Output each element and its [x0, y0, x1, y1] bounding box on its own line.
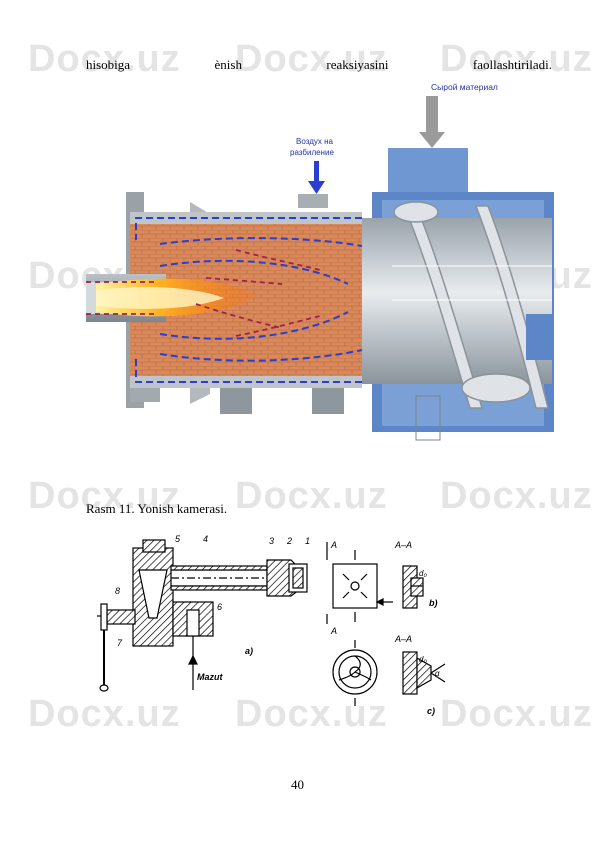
watermark: Docx.uz: [28, 38, 181, 80]
word: reaksiyasini: [326, 57, 389, 72]
watermark: Docx.uz: [440, 38, 593, 80]
part-number: 6: [217, 602, 222, 612]
word: faollashtiriladi.: [472, 57, 552, 72]
view-label: a): [245, 646, 253, 656]
view-label: c): [427, 706, 435, 716]
watermark: Docx.uz: [235, 475, 388, 517]
section-label: A–A: [394, 634, 412, 644]
combustion-chamber-figure: Сырой материал Воздух на разбиление: [86, 82, 554, 441]
part-number: 1: [305, 536, 310, 546]
part-number: 8: [115, 586, 120, 596]
air-label: Воздух на: [296, 137, 333, 146]
page-number: 40: [291, 777, 304, 792]
watermark: Docx.uz: [440, 693, 593, 735]
part-number: 5: [175, 534, 181, 544]
fuel-label: Mazut: [197, 672, 224, 682]
word: hisobiga: [86, 57, 131, 72]
watermark: Docx.uz: [235, 693, 388, 735]
part-number: 4: [203, 534, 208, 544]
part-number: 3: [269, 536, 274, 546]
raw-material-label: Сырой материал: [431, 82, 498, 92]
diameter-label: d₀: [419, 655, 427, 664]
angle-label: α: [435, 669, 440, 678]
word: ènish: [214, 57, 242, 72]
burner-drawing: 5 4 3 2 1 8 7 6 Mazut a) b) c) A–A A–A A…: [97, 534, 446, 716]
part-number: 2: [286, 536, 292, 546]
diameter-label: d₀: [419, 569, 427, 578]
watermark: Docx.uz: [235, 38, 388, 80]
section-label: A–A: [394, 540, 412, 550]
section-mark: A: [330, 540, 337, 550]
air-label: разбиление: [290, 148, 334, 157]
watermark: Docx.uz: [440, 475, 593, 517]
part-number: 7: [117, 638, 123, 648]
body-text-line: hisobiga ènish reaksiyasini faollashtiri…: [86, 57, 552, 73]
section-mark: A: [330, 626, 337, 636]
watermark: Docx.uz: [28, 693, 181, 735]
figure-caption: Rasm 11. Yonish kamerasi.: [86, 501, 228, 516]
view-label: b): [429, 598, 438, 608]
watermark: Docx.uz: [28, 475, 181, 517]
